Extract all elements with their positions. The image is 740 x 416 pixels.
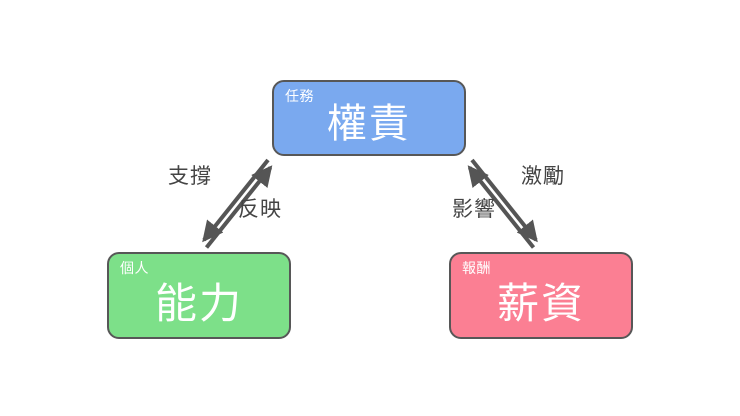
node-ability-tag: 個人 (120, 260, 149, 276)
node-salary[interactable]: 報酬 薪資 (449, 252, 633, 339)
node-salary-title: 薪資 (496, 279, 585, 327)
node-duty-tag: 任務 (285, 88, 314, 104)
edge-label-reflect: 反映 (238, 198, 282, 221)
node-duty[interactable]: 任務 權責 (272, 80, 466, 156)
edge-label-motivate: 激勵 (521, 165, 565, 188)
edge-label-support: 支撐 (168, 165, 212, 188)
node-ability[interactable]: 個人 能力 (107, 252, 291, 339)
node-ability-title: 能力 (154, 279, 243, 327)
node-duty-title: 權責 (327, 102, 411, 146)
edge-label-influence: 影響 (452, 198, 496, 221)
node-salary-tag: 報酬 (462, 260, 491, 276)
